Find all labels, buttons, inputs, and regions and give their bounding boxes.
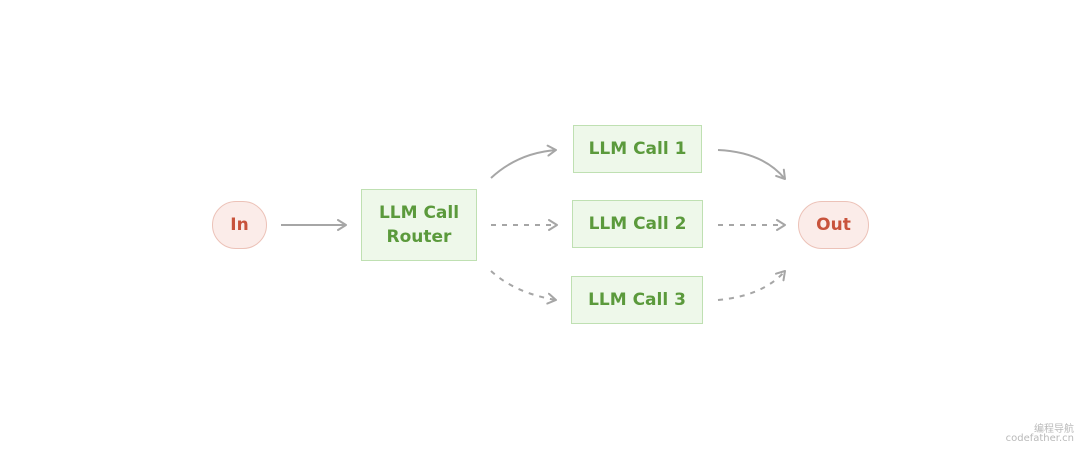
edge-call3-to-out [717, 270, 786, 301]
edge-call1-to-out [717, 149, 786, 180]
llm-call-2-node: LLM Call 2 [572, 200, 703, 248]
router-label-line1: LLM Call [378, 203, 460, 223]
input-node: In [212, 201, 267, 249]
input-node-label: In [230, 215, 249, 235]
router-label-line2: Router [386, 227, 452, 247]
llm-call-1-node: LLM Call 1 [573, 125, 702, 173]
llm-call-3-node: LLM Call 3 [571, 276, 703, 324]
watermark-line2: codefather.cn [1005, 433, 1074, 444]
watermark-line1: 编程导航 [1034, 424, 1074, 435]
edge-router-to-call1 [490, 144, 557, 179]
output-node-label: Out [816, 215, 851, 235]
output-node: Out [798, 201, 869, 249]
router-node: LLM Call Router [361, 189, 477, 261]
llm-call-1-label: LLM Call 1 [588, 139, 687, 159]
llm-call-2-label: LLM Call 2 [588, 214, 687, 234]
edge-router-to-call3 [490, 270, 557, 305]
llm-call-3-label: LLM Call 3 [588, 290, 686, 310]
router-node-label: LLM Call Router [379, 201, 459, 249]
